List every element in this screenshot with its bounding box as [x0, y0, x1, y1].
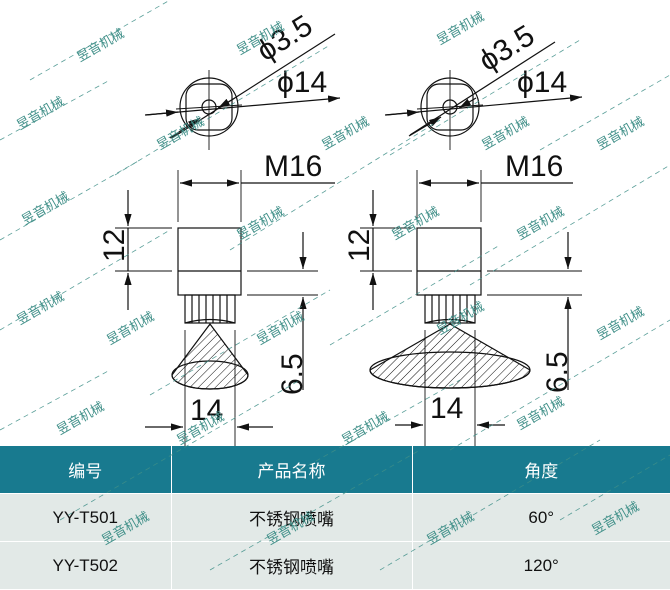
dim-inner-diameter: ϕ3.5 — [251, 9, 318, 68]
dim-body-height: 12 — [98, 229, 131, 262]
technical-drawing: ϕ3.5 ϕ14 M16 12 6.5 — [98, 9, 583, 446]
spec-table: 编号 产品名称 角度 YY-T501 不锈钢喷嘴 60° YY-T502 不锈钢… — [0, 446, 670, 589]
header-angle: 角度 — [412, 446, 670, 494]
dim-thread: M16 — [264, 150, 322, 183]
dim-nozzle-length: 6.5 — [276, 353, 309, 395]
dim-thread: M16 — [505, 150, 563, 183]
table-header-row: 编号 产品名称 角度 — [0, 446, 670, 494]
cell-code: YY-T501 — [0, 493, 172, 542]
table-row: YY-T501 不锈钢喷嘴 60° — [0, 493, 670, 542]
dim-nozzle-length: 6.5 — [541, 351, 574, 393]
cell-product-name: 不锈钢喷嘴 — [171, 541, 413, 589]
drawing-yy-t502: ϕ3.5 ϕ14 M16 12 6.5 14 — [343, 19, 583, 446]
cell-angle: 120° — [412, 541, 670, 589]
header-code: 编号 — [0, 446, 172, 494]
cell-product-name: 不锈钢喷嘴 — [171, 493, 413, 542]
header-product-name: 产品名称 — [171, 446, 413, 494]
cell-angle: 60° — [412, 493, 670, 542]
drawing-yy-t501: ϕ3.5 ϕ14 M16 12 6.5 — [98, 9, 341, 446]
dim-cone-diameter: 14 — [190, 394, 223, 427]
dim-outer-diameter: ϕ14 — [517, 66, 567, 99]
dim-cone-diameter: 14 — [430, 392, 463, 425]
table-row: YY-T502 不锈钢喷嘴 120° — [0, 541, 670, 589]
cell-code: YY-T502 — [0, 541, 172, 589]
dim-outer-diameter: ϕ14 — [277, 66, 327, 99]
dim-body-height: 12 — [343, 229, 376, 262]
